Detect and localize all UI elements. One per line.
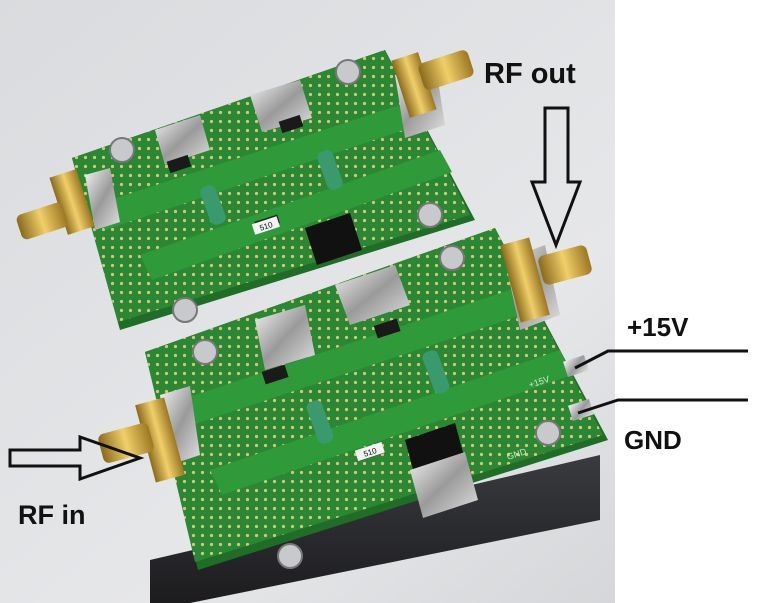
rf-in-arrow — [8, 434, 145, 482]
gnd-wire — [577, 398, 748, 415]
silkscreen-510-bottom: 510 — [354, 441, 385, 462]
plus-15v-label: +15V — [627, 312, 689, 342]
rf-out-label: RF out — [484, 58, 576, 90]
svg-text:510: 510 — [258, 220, 274, 233]
plus15-wire — [574, 349, 748, 370]
gnd-label: GND — [624, 425, 682, 455]
svg-text:510: 510 — [362, 446, 378, 459]
silkscreen-510-top: 510 — [251, 216, 280, 235]
rf-in-label: RF in — [18, 500, 86, 530]
rf-out-arrow — [529, 106, 583, 250]
